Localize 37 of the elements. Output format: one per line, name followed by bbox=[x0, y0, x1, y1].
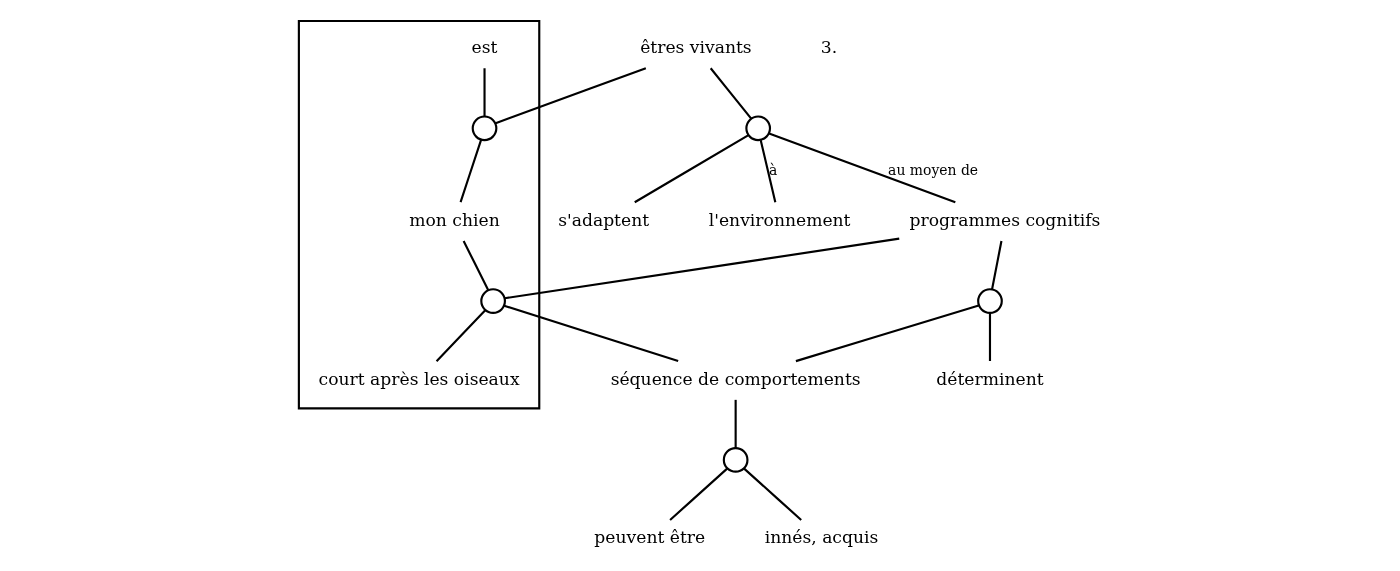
connector bbox=[734, 399, 737, 448]
node-circle bbox=[976, 288, 1003, 314]
node-text: mon chien bbox=[408, 209, 500, 230]
node-circle bbox=[471, 115, 497, 142]
node-text: s'adaptent bbox=[557, 209, 649, 230]
node-circle bbox=[479, 288, 506, 314]
node-text: êtres vivants bbox=[639, 36, 752, 57]
connector bbox=[709, 67, 752, 120]
connector bbox=[759, 139, 776, 203]
connector bbox=[990, 240, 1002, 290]
node-text: l'environnement bbox=[708, 209, 851, 230]
connector bbox=[435, 309, 486, 362]
connector bbox=[494, 67, 646, 125]
node-circle bbox=[722, 447, 749, 473]
connector bbox=[459, 139, 482, 203]
node-text: est bbox=[471, 36, 497, 57]
connector bbox=[504, 237, 899, 300]
connector bbox=[768, 132, 956, 204]
connector bbox=[482, 68, 486, 117]
node-circle bbox=[744, 115, 771, 142]
cluster bbox=[297, 19, 540, 410]
edge-label: au moyen de bbox=[887, 161, 978, 178]
connector bbox=[462, 240, 489, 291]
node-text: programmes cognitifs bbox=[909, 209, 1100, 230]
node-text: court après les oiseaux bbox=[318, 368, 520, 389]
label: 3. bbox=[820, 36, 837, 57]
node-text: peuvent être bbox=[593, 527, 705, 548]
connector bbox=[668, 467, 728, 521]
connector bbox=[988, 312, 991, 362]
edge-label: à bbox=[768, 161, 777, 178]
node-text: innés, acquis bbox=[764, 527, 878, 548]
node-text: séquence de comportements bbox=[610, 368, 861, 389]
connector bbox=[795, 304, 979, 363]
connector bbox=[742, 467, 802, 521]
connector bbox=[633, 134, 749, 204]
node-text: déterminent bbox=[935, 368, 1044, 389]
connector bbox=[503, 304, 678, 363]
